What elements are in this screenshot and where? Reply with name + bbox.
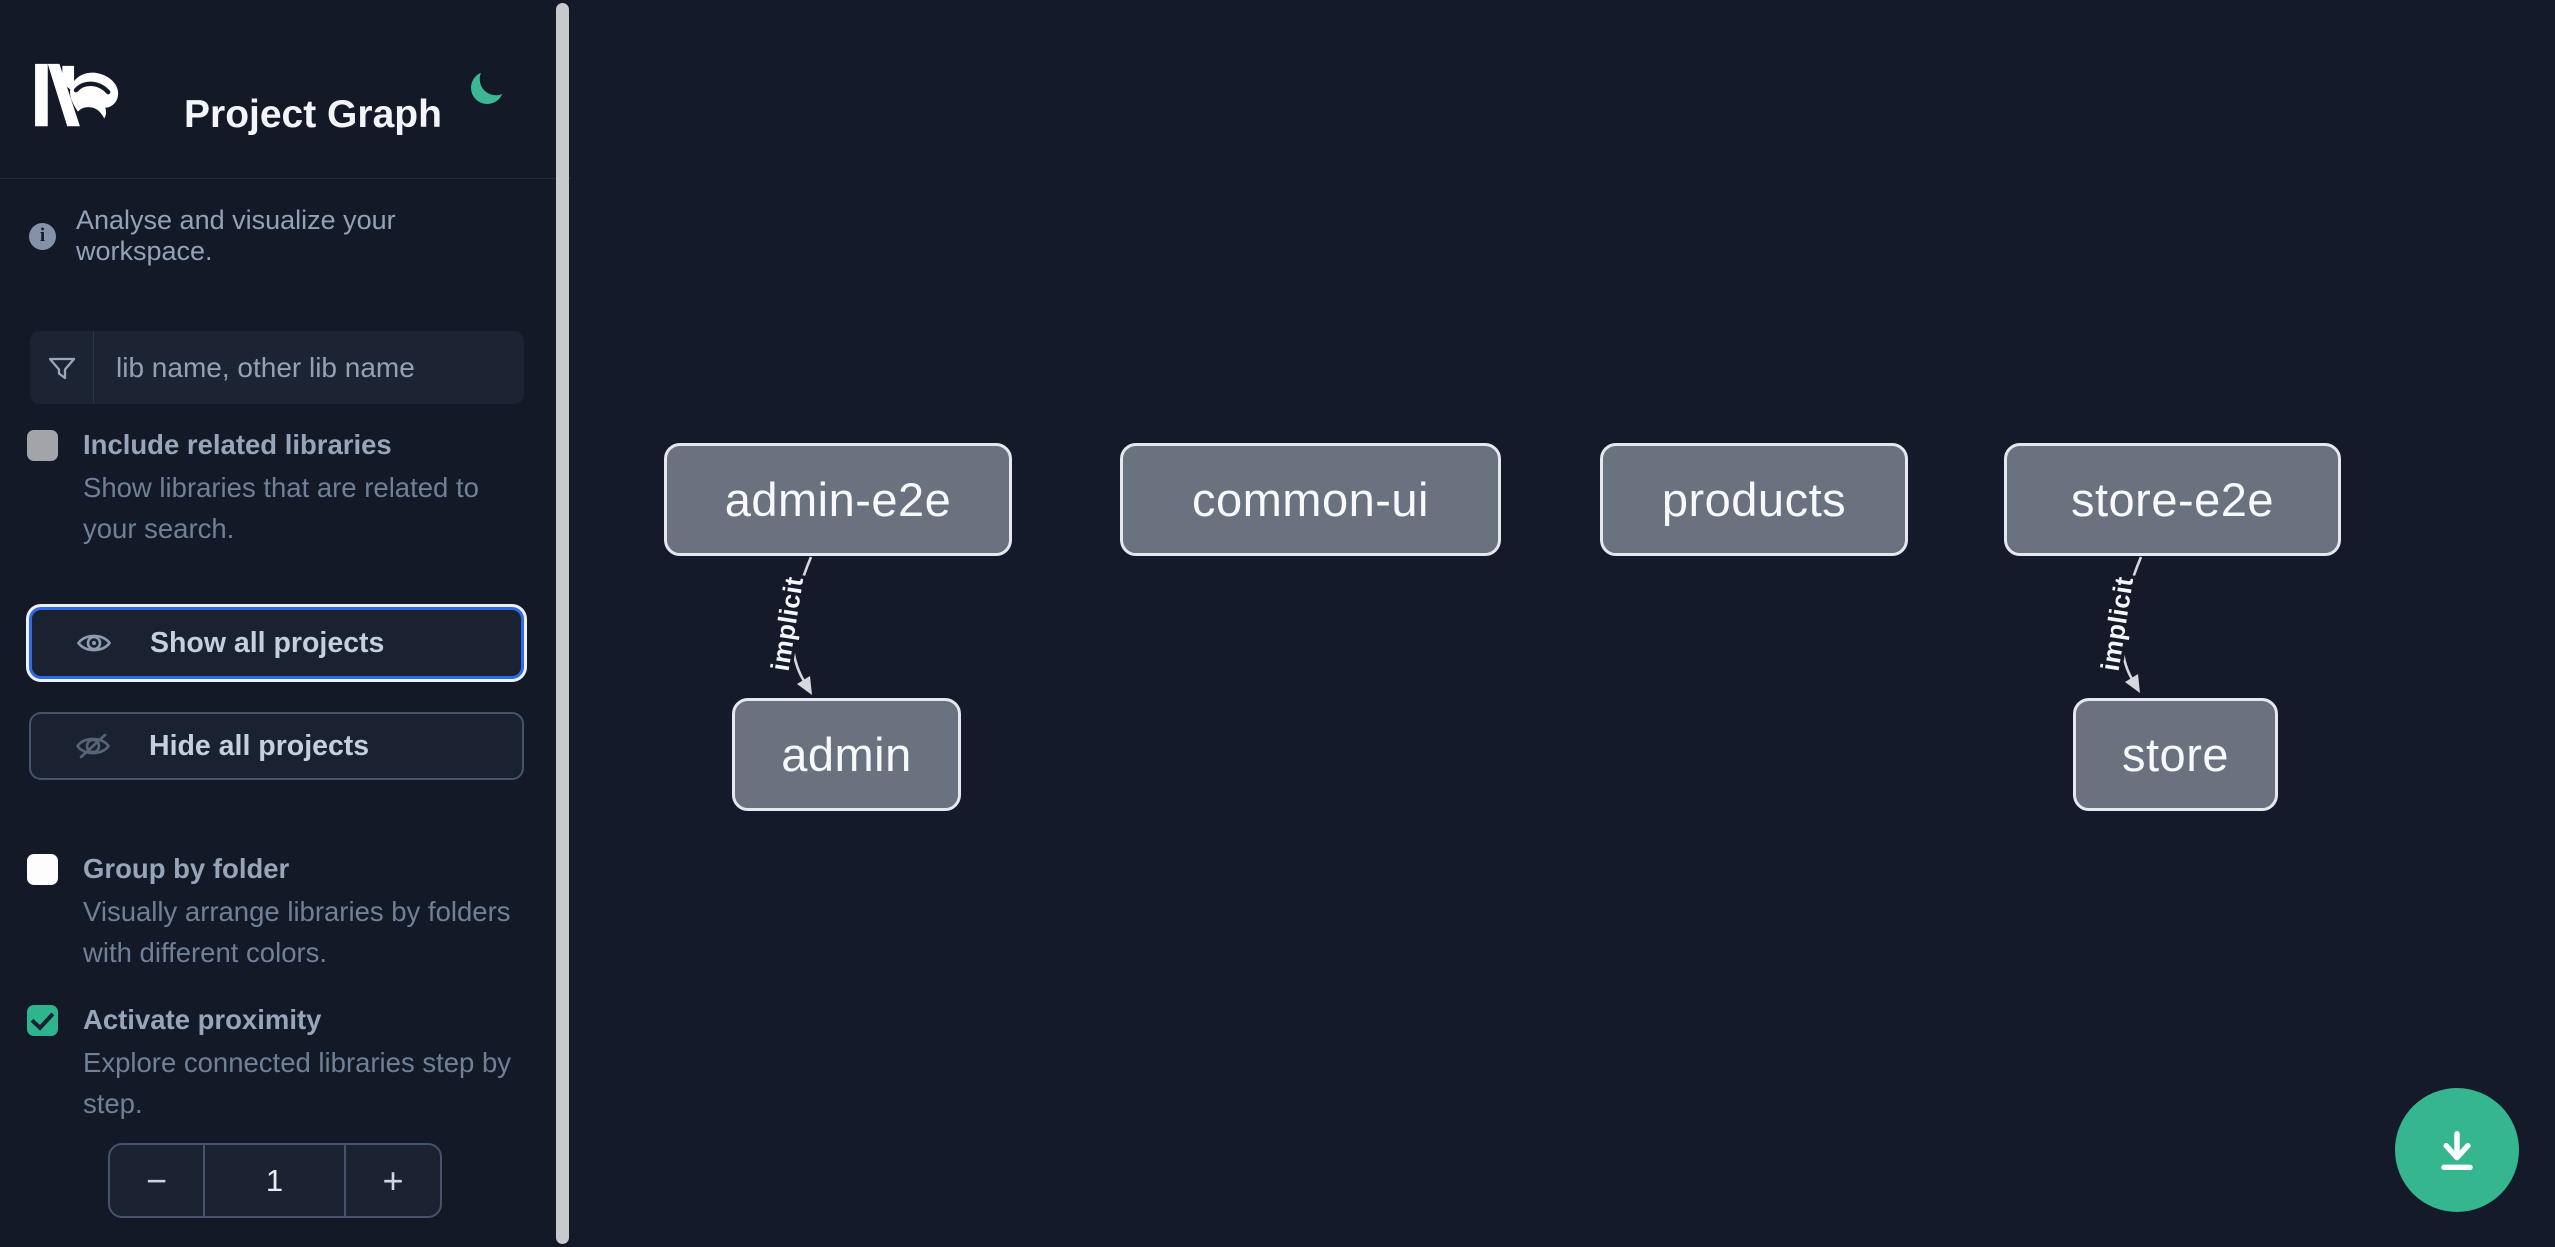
- sidebar: Project Graph i Analyse and visualize yo…: [0, 0, 571, 1247]
- proximity-decrement-button[interactable]: −: [110, 1145, 205, 1216]
- graph-node-store-e2e[interactable]: store-e2e: [2004, 443, 2341, 556]
- show-all-projects-label: Show all projects: [150, 626, 385, 659]
- hide-all-projects-button[interactable]: Hide all projects: [29, 712, 524, 780]
- graph-node-products[interactable]: products: [1600, 443, 1908, 556]
- filter-input[interactable]: [94, 331, 524, 404]
- graph-node-label: products: [1661, 473, 1847, 526]
- proximity-increment-button[interactable]: +: [344, 1145, 440, 1216]
- activate-proximity-checkbox[interactable]: [27, 1005, 58, 1036]
- show-all-projects-button[interactable]: Show all projects: [29, 607, 524, 679]
- graph-node-label: store: [2122, 728, 2229, 781]
- include-related-description: Show libraries that are related to your …: [83, 472, 479, 544]
- activate-proximity-option: Activate proximity Explore connected lib…: [27, 1002, 512, 1124]
- eye-off-icon: [75, 733, 111, 759]
- graph-node-common-ui[interactable]: common-ui: [1120, 443, 1501, 556]
- moon-icon: [471, 72, 503, 104]
- info-text: Analyse and visualize your workspace.: [76, 205, 396, 266]
- graph-node-label: admin-e2e: [724, 473, 952, 526]
- graph-node-label: common-ui: [1192, 473, 1429, 526]
- group-by-folder-description: Visually arrange libraries by folders wi…: [83, 896, 511, 968]
- workspace-info: i Analyse and visualize your workspace.: [29, 205, 529, 267]
- group-by-folder-checkbox[interactable]: [27, 854, 58, 885]
- include-related-option: Include related libraries Show libraries…: [27, 427, 512, 549]
- graph-canvas[interactable]: [571, 0, 2555, 1247]
- graph-node-label: store-e2e: [2070, 473, 2275, 526]
- proximity-degree-value: 1: [265, 1162, 284, 1198]
- hide-all-projects-label: Hide all projects: [149, 729, 370, 762]
- theme-toggle-button[interactable]: [464, 68, 508, 112]
- download-graph-button[interactable]: [2395, 1088, 2519, 1212]
- sidebar-scrollbar-thumb[interactable]: [556, 3, 569, 1244]
- group-by-folder-option: Group by folder Visually arrange librari…: [27, 851, 512, 973]
- graph-node-admin[interactable]: admin: [732, 698, 961, 811]
- group-by-folder-label: Group by folder: [83, 853, 290, 884]
- sidebar-header: Project Graph: [0, 0, 571, 179]
- activate-proximity-description: Explore connected libraries step by step…: [83, 1047, 512, 1119]
- nx-logo-icon: [35, 63, 119, 127]
- activate-proximity-label: Activate proximity: [83, 1004, 322, 1035]
- funnel-icon: [30, 331, 94, 404]
- eye-icon: [76, 634, 112, 652]
- filter-input-group: [30, 331, 524, 404]
- graph-node-admin-e2e[interactable]: admin-e2e: [664, 443, 1012, 556]
- include-related-label: Include related libraries: [83, 429, 392, 460]
- graph-node-store[interactable]: store: [2073, 698, 2278, 811]
- download-icon: [2441, 1131, 2473, 1171]
- proximity-degree-stepper: − 1 +: [108, 1143, 442, 1218]
- graph-node-label: admin: [781, 728, 912, 781]
- page-title: Project Graph: [184, 93, 442, 137]
- include-related-checkbox[interactable]: [27, 430, 58, 461]
- sidebar-scrollbar[interactable]: [553, 0, 571, 1247]
- info-icon: i: [29, 222, 56, 250]
